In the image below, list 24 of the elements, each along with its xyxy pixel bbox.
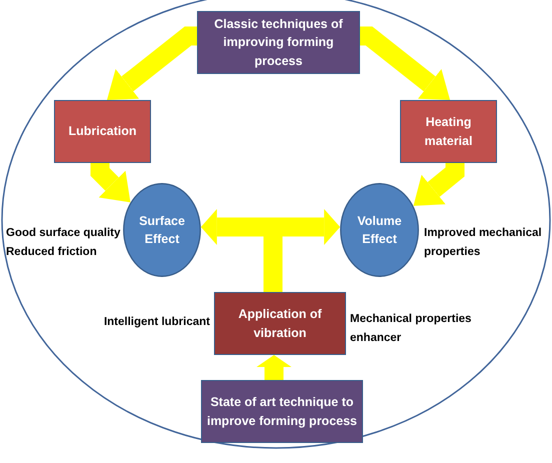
side-note: Intelligent lubricant (104, 315, 210, 330)
process-box (54, 100, 151, 163)
node-label: State of art technique to improve forming process (206, 394, 358, 430)
side-note: Improved mechanical properties (424, 226, 543, 260)
node-label: Heating material (424, 114, 474, 150)
node-label: Application of vibration (237, 306, 323, 342)
side-note: Mechanical properties enhancer (350, 312, 472, 346)
block-arrow (90, 162, 130, 202)
block-arrow (413, 162, 464, 206)
process-box (197, 11, 360, 74)
process-box (400, 100, 497, 163)
node-label: Lubrication (68, 123, 137, 140)
block-arrow (106, 26, 198, 100)
process-box (201, 380, 363, 443)
node-label: Classic techniques of improving forming process (213, 16, 344, 70)
block-arrow (360, 26, 450, 100)
effect-ellipse (123, 183, 201, 277)
node-label: Surface Effect (138, 212, 186, 248)
node-label: Volume Effect (356, 212, 403, 248)
process-box (214, 292, 346, 355)
block-arrow (200, 209, 273, 245)
effect-ellipse (340, 183, 419, 277)
side-note: Good surface quality (6, 226, 120, 241)
side-note: Reduced friction (6, 245, 97, 260)
